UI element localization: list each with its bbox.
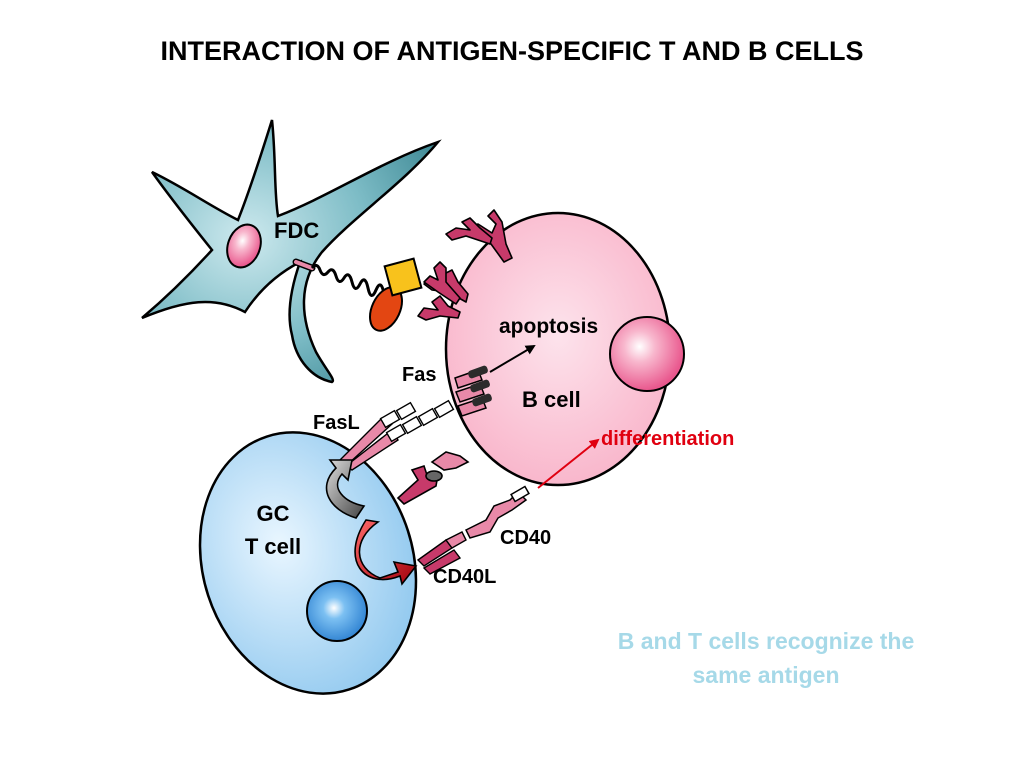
page-title: INTERACTION OF ANTIGEN-SPECIFIC T AND B … (161, 36, 864, 66)
cd40l-receptor-icon (416, 531, 467, 575)
antigen-icon (369, 257, 423, 332)
differentiation-arrow (537, 438, 600, 489)
fas-receptor-icon (454, 365, 492, 417)
fdc-cell-icon (141, 119, 442, 384)
b-cell-label: B cell (522, 387, 581, 412)
t-cell-label: T cell (245, 534, 301, 559)
fasl-receptor-icon (338, 399, 455, 471)
cd40l-label: CD40L (433, 566, 496, 588)
t-cell-icon (198, 431, 418, 695)
differentiation-label: differentiation (601, 428, 734, 450)
apoptosis-arrow (489, 344, 536, 373)
gc-label: GC (257, 501, 290, 526)
caption-line-1: B and T cells recognize the (618, 628, 915, 654)
apoptosis-label: apoptosis (499, 315, 598, 338)
fdc-receptor-icon (292, 258, 394, 304)
cd40-label: CD40 (500, 527, 551, 549)
fasl-label: FasL (313, 412, 360, 434)
fas-label: Fas (402, 364, 436, 386)
tcr-receptor-icon (396, 451, 470, 505)
caption-line-2: same antigen (693, 662, 840, 688)
curved-arrow-icon (325, 459, 418, 586)
b-cell-icon (444, 211, 685, 487)
fdc-label: FDC (274, 218, 319, 243)
cd40-receptor-icon (464, 485, 530, 539)
antibody-icon (417, 209, 513, 321)
